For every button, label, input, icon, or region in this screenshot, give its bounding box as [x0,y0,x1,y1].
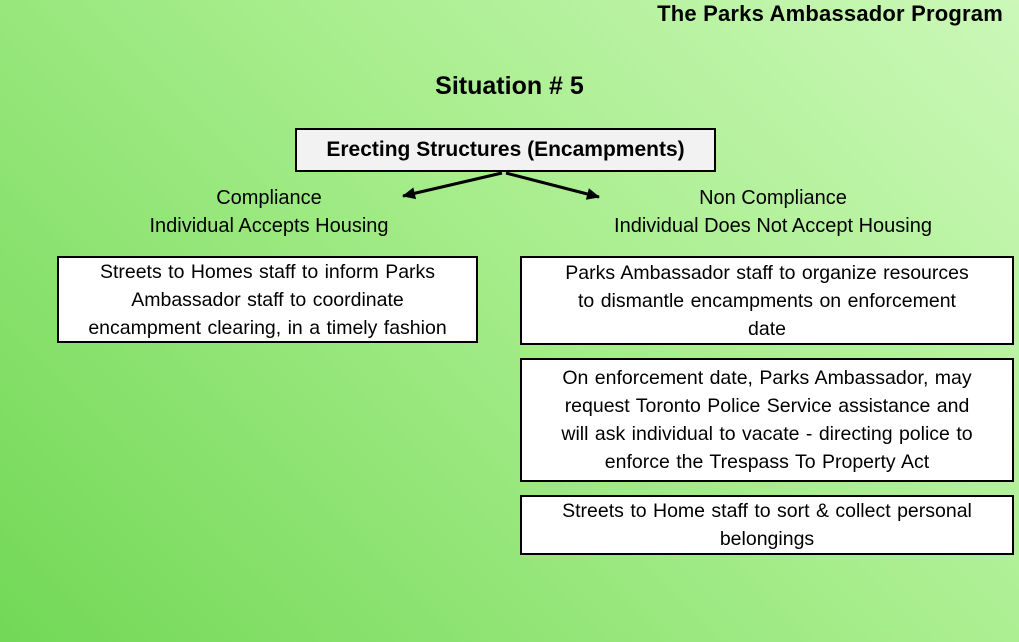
non-compliance-label-line1: Non Compliance [699,187,847,209]
box-compliance-action: Streets to Homes staff to inform Parks A… [57,256,478,343]
box-non-compliance-step-1: Parks Ambassador staff to organize resou… [520,256,1014,345]
box-nc1-line: Parks Ambassador staff to organize resou… [565,261,969,284]
box-nc1-line: to dismantle encampments on enforcement [578,289,956,312]
header-box-erecting-structures: Erecting Structures (Encampments) [295,128,716,172]
box-nc3-line: belongings [719,528,815,550]
branch-label-non-compliance: Non Compliance Individual Does Not Accep… [540,184,1006,240]
box-nc2-line: enforce the Trespass To Property Act [604,451,930,473]
box-non-compliance-step-2: On enforcement date, Parks Ambassador, m… [520,358,1014,482]
branch-label-compliance: Compliance Individual Accepts Housing [30,184,508,240]
compliance-label-line2: Individual Accepts Housing [149,215,389,237]
box-compliance-line: encampment clearing, in a timely fashion [88,316,447,339]
program-title: The Parks Ambassador Program [657,1,1003,26]
box-compliance-line: Ambassador staff to coordinate [131,288,404,311]
box-nc2-line: request Toronto Police Service assistanc… [564,395,970,417]
box-nc2-line: will ask individual to vacate - directin… [561,423,973,445]
box-nc3-line: Streets to Home staff to sort & collect … [562,500,972,522]
box-compliance-line: Streets to Homes staff to inform Parks [99,260,436,283]
header-box-label: Erecting Structures (Encampments) [326,138,685,161]
non-compliance-label-line2: Individual Does Not Accept Housing [614,215,932,237]
box-nc2-line: On enforcement date, Parks Ambassador, m… [562,367,972,389]
box-non-compliance-step-3: Streets to Home staff to sort & collect … [520,495,1014,555]
situation-title: Situation # 5 [435,72,584,100]
compliance-label-line1: Compliance [216,187,322,209]
box-nc1-line: date [748,317,786,340]
